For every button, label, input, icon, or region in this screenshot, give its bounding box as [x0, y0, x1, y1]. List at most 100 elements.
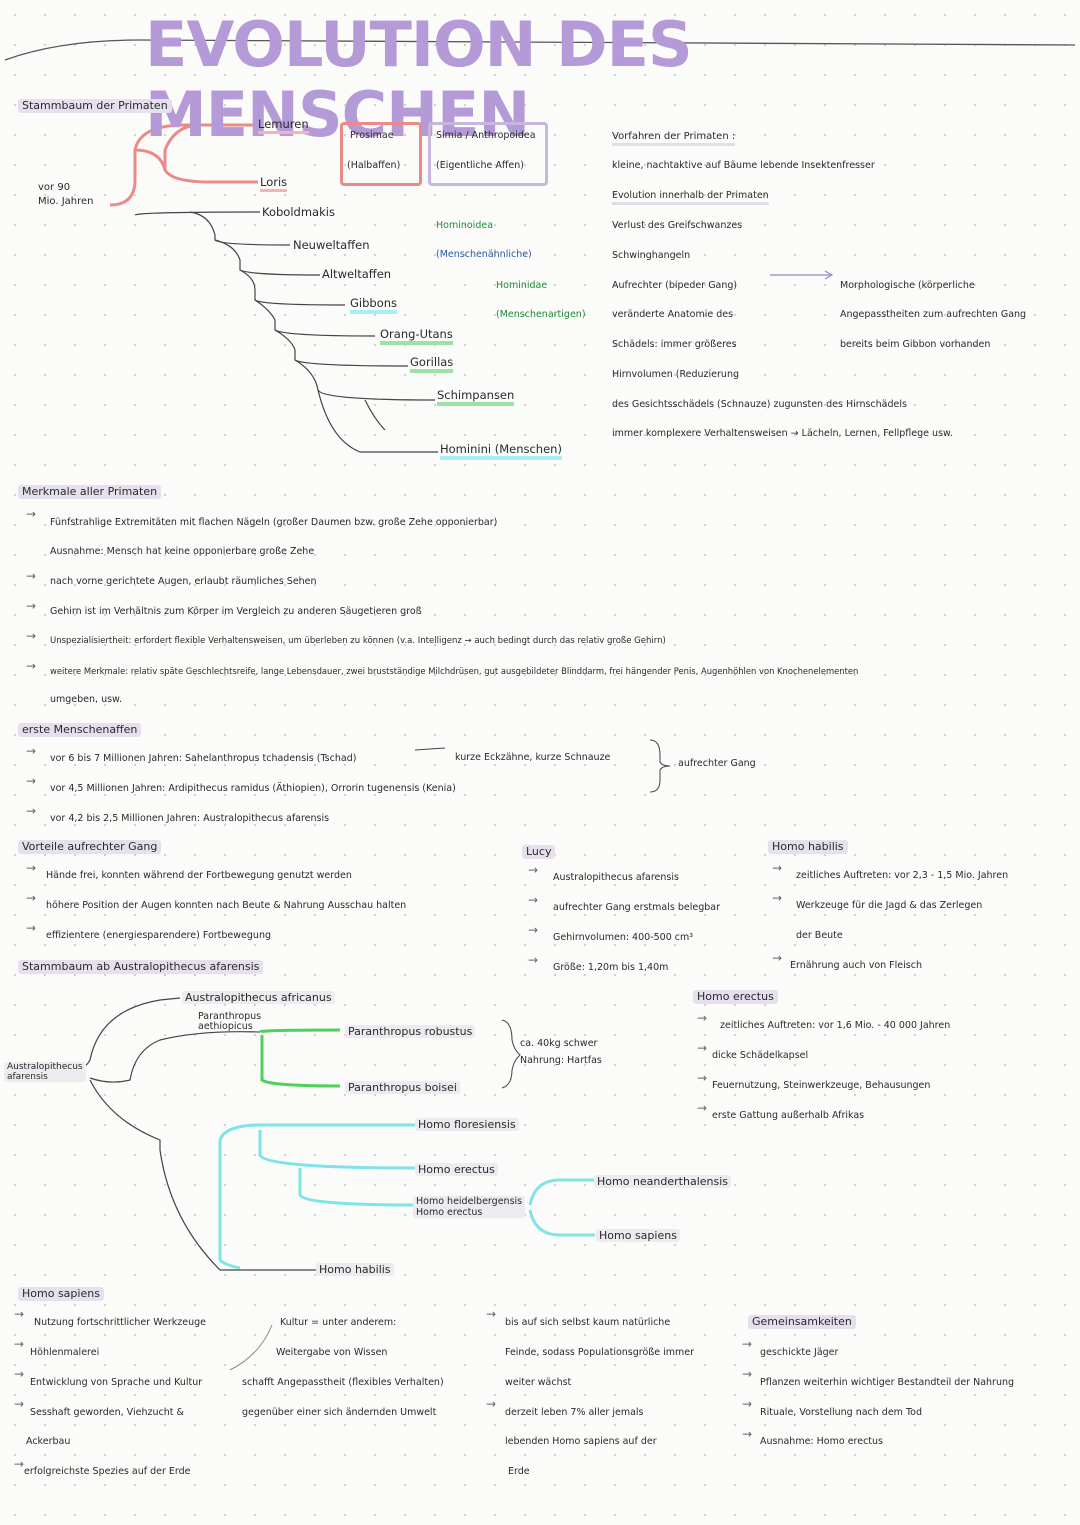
- common-heading: Gemeinsamkeiten: [748, 1315, 856, 1329]
- first-ape-note: aufrechter Gang: [678, 758, 756, 769]
- habilis-item: Werkzeuge für die Jagd & das Zerlegen: [796, 900, 983, 911]
- prosimae-box: [340, 122, 422, 186]
- simia-label: Simia / Anthropoidea: [436, 130, 536, 141]
- page-title: EVOLUTION DES MENSCHEN: [145, 8, 693, 151]
- common-item: Rituale, Vorstellung nach dem Tod: [760, 1407, 922, 1418]
- arrow-icon: →: [528, 863, 539, 877]
- arrow-icon: →: [26, 891, 37, 905]
- sapiens-item: Nutzung fortschrittlicher Werkzeuge: [34, 1317, 207, 1328]
- sapiens-item: Entwicklung von Sprache und Kultur: [30, 1377, 203, 1388]
- arrow-icon: →: [742, 1337, 753, 1351]
- lucy-heading: Lucy: [522, 845, 556, 859]
- node-aethiopicus-2: aethiopicus: [198, 1021, 253, 1032]
- population-item: Erde: [508, 1466, 530, 1477]
- feature-item: Gehirn ist im Verhältnis zum Körper im V…: [50, 606, 422, 617]
- arrow-icon: →: [742, 1397, 753, 1411]
- hominidae-sub: (Menschenartigen): [496, 309, 586, 320]
- common-item: Pflanzen weiterhin wichtiger Bestandteil…: [760, 1377, 1015, 1388]
- feature-item: Ausnahme: Mensch hat keine opponierbare …: [50, 546, 315, 557]
- evo-item: Schwinghangeln: [612, 250, 691, 261]
- evo-item: Hirnvolumen (Reduzierung: [612, 369, 740, 380]
- culture-item: Weitergabe von Wissen: [276, 1347, 388, 1358]
- arrow-icon: →: [26, 744, 37, 758]
- feature-item: Unspezialisiertheit: erfordert flexible …: [50, 636, 666, 646]
- prosimae-label: Prosimae: [350, 130, 394, 141]
- habilis-item: der Beute: [796, 930, 843, 941]
- evo-item: veränderte Anatomie des: [612, 309, 734, 320]
- population-item: bis auf sich selbst kaum natürliche: [505, 1317, 671, 1328]
- arrow-icon: →: [26, 599, 37, 613]
- hominoidea-label: Hominoidea: [436, 220, 494, 231]
- advantage-item: höhere Position der Augen konnten nach B…: [46, 900, 407, 911]
- population-item: weiter wächst: [505, 1377, 572, 1388]
- feature-item: weitere Merkmale: relativ späte Geschlec…: [50, 666, 859, 676]
- morph-line-1: Morphologische (körperliche: [840, 280, 975, 291]
- arrow-icon: →: [697, 1071, 708, 1085]
- first-ape-item: vor 4,2 bis 2,5 Millionen Jahren: Austra…: [50, 813, 330, 824]
- simia-box: [428, 122, 548, 186]
- morph-line-2: Angepasstheiten zum aufrechten Gang: [840, 309, 1027, 320]
- ancestors-desc: kleine, nachtaktive auf Bäume lebende In…: [612, 160, 875, 171]
- heidelbergensis-line: Homo heidelbergensis: [416, 1196, 523, 1207]
- hominoidea-sub: (Menschenähnliche): [436, 249, 532, 260]
- arrow-icon: →: [528, 953, 539, 967]
- arrow-icon: →: [697, 1011, 708, 1025]
- node-hominini: Hominini (Menschen): [440, 442, 562, 460]
- advantages-heading: Vorteile aufrechter Gang: [18, 840, 162, 854]
- erectus-item: Feuernutzung, Steinwerkzeuge, Behausunge…: [712, 1080, 931, 1091]
- feature-item: umgeben, usw.: [50, 694, 122, 705]
- arrow-icon: →: [486, 1307, 497, 1321]
- sapiens-item: erfolgreichste Spezies auf der Erde: [24, 1466, 191, 1477]
- arrow-icon: →: [14, 1307, 25, 1321]
- arrow-icon: →: [26, 921, 37, 935]
- erectus-item: erste Gattung außerhalb Afrikas: [712, 1110, 865, 1121]
- advantage-item: Hände frei, konnten während der Fortbewe…: [46, 870, 352, 881]
- node-koboldmakis: Koboldmakis: [262, 205, 335, 219]
- culture-item: schafft Angepasstheit (flexibles Verhalt…: [242, 1377, 444, 1388]
- features-heading: Merkmale aller Primaten: [18, 485, 162, 499]
- arrow-icon: →: [486, 1397, 497, 1411]
- arrow-icon: →: [26, 507, 37, 521]
- node-aethiopicus-1: Paranthropus: [198, 1011, 262, 1022]
- habilis-item: zeitliches Auftreten: vor 2,3 - 1,5 Mio.…: [796, 870, 1009, 881]
- evo-item: Aufrechter (bipeder Gang): [612, 280, 738, 291]
- morph-line-3: bereits beim Gibbon vorhanden: [840, 339, 991, 350]
- first-apes-heading: erste Menschenaffen: [18, 723, 142, 737]
- arrow-icon: →: [26, 804, 37, 818]
- arrow-icon: →: [14, 1367, 25, 1381]
- node-lemuren: Lemuren: [258, 117, 309, 134]
- node-floresiensis: Homo floresiensis: [415, 1118, 519, 1131]
- node-neanderthalensis: Homo neanderthalensis: [594, 1175, 732, 1188]
- lucy-item: aufrechter Gang erstmals belegbar: [553, 902, 720, 913]
- population-item: Feinde, sodass Populationsgröße immer: [505, 1347, 695, 1358]
- culture-item: gegenüber einer sich ändernden Umwelt: [242, 1407, 437, 1418]
- arrow-icon: →: [772, 951, 783, 965]
- node-schimpansen: Schimpansen: [437, 388, 515, 406]
- sapiens-heading: Homo sapiens: [18, 1287, 104, 1301]
- arrow-icon: →: [742, 1427, 753, 1441]
- node-orang: Orang-Utans: [380, 327, 453, 345]
- habilis-item: Ernährung auch von Fleisch: [790, 960, 922, 971]
- common-item: geschickte Jäger: [760, 1347, 839, 1358]
- evo-item: des Gesichtsschädels (Schnauze) zugunste…: [612, 399, 907, 410]
- arrow-icon: →: [772, 891, 783, 905]
- sapiens-item: Sesshaft geworden, Viehzucht &: [30, 1407, 184, 1418]
- root-line-2: afarensis: [7, 1072, 48, 1082]
- common-item: Ausnahme: Homo erectus: [760, 1436, 883, 1447]
- simia-sub: (Eigentliche Affen): [436, 160, 524, 171]
- node-altweltaffen: Altweltaffen: [322, 267, 392, 281]
- paranthropus-note-2: Nahrung: Hartfas: [520, 1055, 602, 1066]
- hominidae-label: Hominidae: [496, 280, 548, 291]
- arrow-icon: →: [697, 1041, 708, 1055]
- arrow-icon: →: [26, 569, 37, 583]
- sapiens-item: Höhlenmalerei: [30, 1347, 100, 1358]
- arrow-icon: →: [26, 861, 37, 875]
- arrow-icon: →: [697, 1101, 708, 1115]
- advantage-item: effizientere (energiesparendere) Fortbew…: [46, 930, 271, 941]
- arrow-icon: →: [26, 629, 37, 643]
- lucy-item: Größe: 1,20m bis 1,40m: [553, 962, 669, 973]
- evo-item: immer komplexere Verhaltensweisen → Läch…: [612, 428, 953, 439]
- erectus-item: dicke Schädelkapsel: [712, 1050, 809, 1061]
